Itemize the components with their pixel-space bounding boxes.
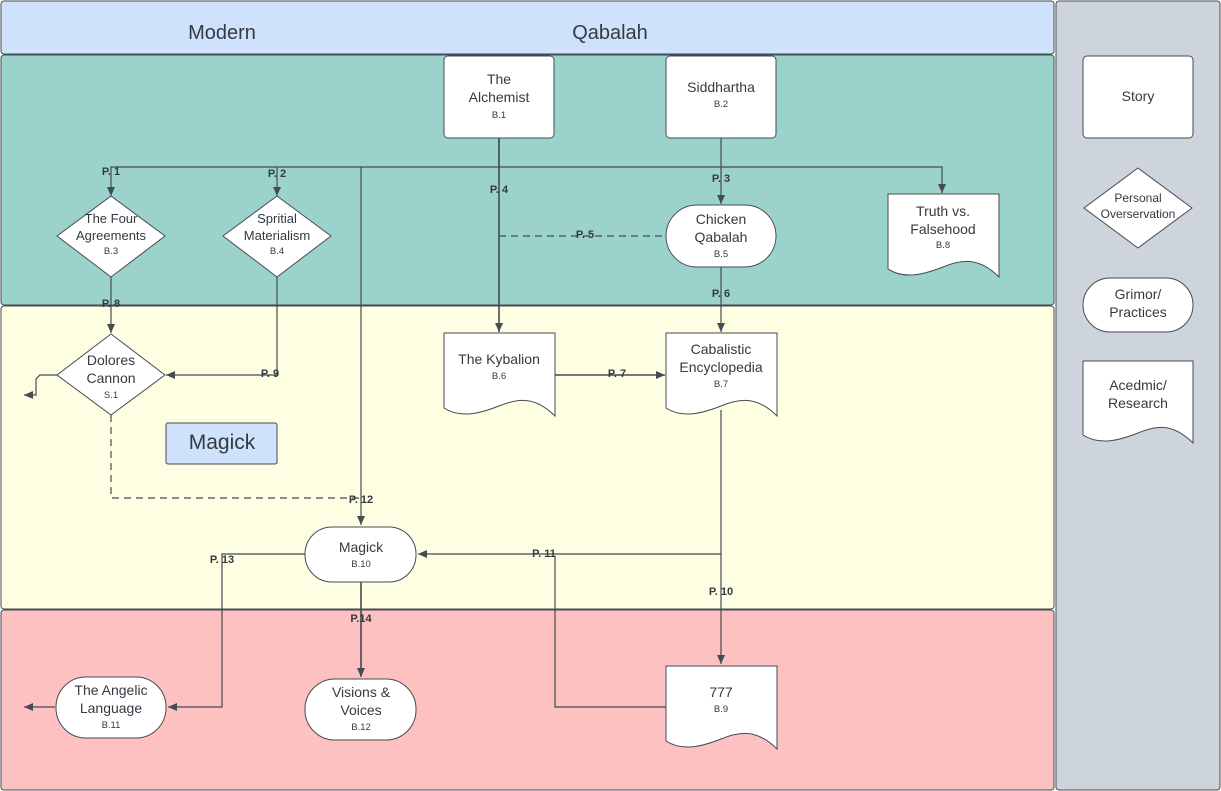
node-label: The Four — [85, 211, 138, 226]
node-code: B.6 — [492, 371, 506, 382]
node-siddhartha[interactable]: Siddhartha B.2 — [665, 55, 777, 139]
node-code: B.8 — [936, 240, 950, 251]
node-label: Agreements — [76, 228, 147, 243]
node-label: The Angelic — [74, 682, 147, 698]
connector-truth — [499, 166, 946, 193]
node-code: S.1 — [104, 390, 118, 401]
node-code: B.9 — [714, 704, 728, 715]
path-label-p2: P. 2 — [268, 168, 286, 180]
path-label-p1: P. 1 — [102, 166, 120, 178]
legend-label: Acedmic/ — [1109, 377, 1167, 393]
legend-item-academic-research: Acedmic/ Research — [1082, 360, 1194, 445]
path-label-p5: P. 5 — [576, 229, 594, 241]
path-label-p8: P. 8 — [102, 298, 120, 310]
node-label: Cabalistic — [691, 341, 752, 357]
node-dolores-cannon[interactable]: Dolores Cannon S.1 — [56, 333, 166, 416]
node-label: The — [487, 71, 511, 87]
node-spiritual-materialism[interactable]: Spritial Materialism B.4 — [222, 195, 332, 278]
node-label: Alchemist — [469, 89, 530, 105]
connector-p13 — [168, 553, 305, 711]
node-code: B.12 — [351, 722, 371, 733]
header-title-modern: Modern — [188, 22, 256, 44]
node-code: B.5 — [714, 249, 728, 260]
path-label-p13: P. 13 — [210, 554, 234, 566]
legend-label: Practices — [1109, 304, 1167, 320]
legend-label: Research — [1108, 395, 1168, 411]
legend-label: Overservation — [1101, 207, 1176, 221]
node-label: Siddhartha — [687, 79, 755, 95]
lane-yellow — [0, 305, 1055, 610]
legend-item-story: Story — [1082, 55, 1194, 139]
path-label-p7: P. 7 — [608, 368, 626, 380]
node-label: Encyclopedia — [679, 359, 762, 375]
node-code: B.4 — [270, 246, 284, 257]
magick-tag-label: Magick — [189, 431, 256, 454]
node-777[interactable]: 777 B.9 — [665, 665, 778, 751]
magick-tag — [165, 422, 278, 465]
node-the-alchemist[interactable]: The Alchemist B.1 — [443, 55, 555, 139]
node-label: Materialism — [244, 228, 310, 243]
node-label: Chicken — [696, 211, 747, 227]
connector-p12-dashed — [110, 415, 361, 499]
path-label-p11: P. 11 — [532, 548, 556, 560]
node-label: Voices — [340, 702, 381, 718]
node-label: Visions & — [332, 684, 391, 700]
node-code: B.2 — [714, 99, 728, 110]
legend-label: Grimor/ — [1115, 286, 1162, 302]
node-the-kybalion[interactable]: The Kybalion B.6 — [443, 332, 556, 418]
node-truth-vs-falsehood[interactable]: Truth vs. Falsehood B.8 — [887, 193, 1000, 279]
path-label-p10: P. 10 — [709, 586, 733, 598]
node-label: The Kybalion — [458, 351, 540, 367]
node-label: Dolores — [87, 352, 135, 368]
header-title-qabalah: Qabalah — [572, 22, 648, 44]
node-label: Truth vs. — [916, 203, 970, 219]
node-the-four-agreements[interactable]: The Four Agreements B.3 — [56, 195, 166, 278]
node-label: Language — [80, 700, 143, 716]
legend-item-grimoire-practices: Grimor/ Practices — [1082, 277, 1194, 333]
connector-p9 — [166, 277, 278, 379]
node-label: Cannon — [86, 370, 135, 386]
node-code: B.3 — [104, 246, 118, 257]
node-label: Qabalah — [695, 229, 748, 245]
node-the-angelic-language[interactable]: The Angelic Language B.11 — [55, 676, 167, 739]
node-magick[interactable]: Magick B.10 — [304, 526, 417, 583]
node-code: B.10 — [351, 559, 371, 570]
node-code: B.1 — [492, 110, 506, 121]
path-label-p9: P. 9 — [261, 368, 279, 380]
node-code: B.11 — [102, 720, 121, 731]
node-code: B.7 — [714, 379, 728, 390]
path-label-p12: P. 12 — [349, 494, 373, 506]
node-label: Magick — [339, 539, 384, 555]
connector-777-link — [554, 556, 666, 708]
legend-item-personal-observation: Personal Overservation — [1083, 167, 1193, 249]
legend-label: Story — [1122, 88, 1155, 104]
lane-red — [0, 609, 1055, 791]
path-label-p14: P.14 — [350, 613, 372, 625]
node-label: Spritial — [257, 211, 297, 226]
node-chicken-qabalah[interactable]: Chicken Qabalah B.5 — [665, 204, 777, 268]
node-visions-voices[interactable]: Visions & Voices B.12 — [304, 678, 417, 741]
node-label: 777 — [709, 684, 733, 700]
connector-dolores-out — [24, 374, 57, 399]
node-cabalistic-encyclopedia[interactable]: Cabalistic Encyclopedia B.7 — [665, 332, 778, 418]
node-label: Falsehood — [910, 221, 975, 237]
header-band — [0, 0, 1055, 55]
legend-label: Personal — [1114, 191, 1161, 205]
path-label-p3: P. 3 — [712, 173, 730, 185]
path-label-p4: P. 4 — [490, 184, 509, 196]
path-label-p6: P. 6 — [712, 288, 730, 300]
